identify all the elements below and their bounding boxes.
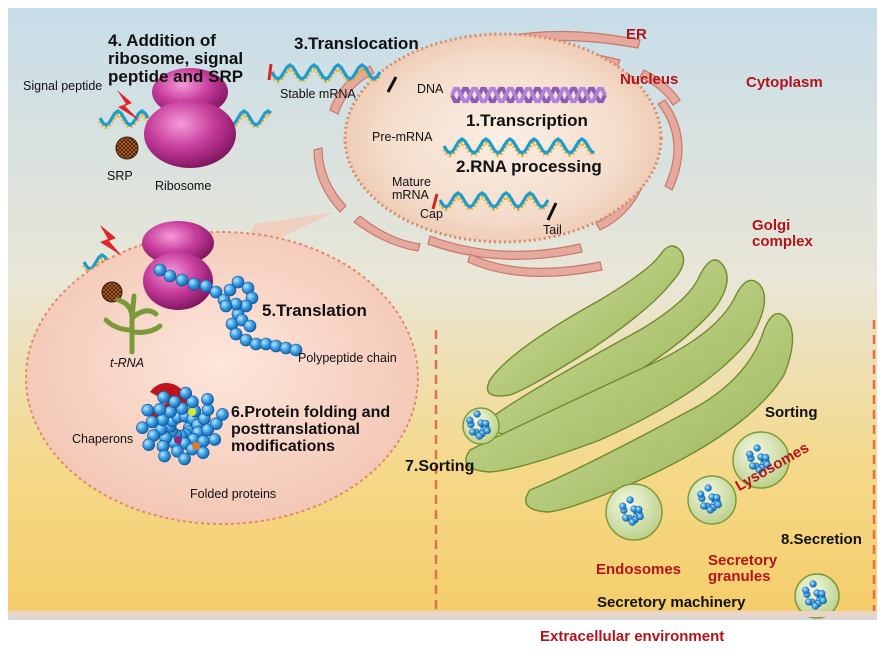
stable-mrna-strand: [270, 63, 382, 84]
signal-peptide-label: Signal peptide: [23, 79, 103, 93]
lysosome-vesicle: [732, 431, 790, 489]
secretory-machinery-label: Secretory machinery: [597, 594, 746, 611]
polypeptide-chain-label: Polypeptide chain: [298, 351, 397, 365]
endosome-vesicle: [605, 483, 663, 541]
translation-zoom-circle: [25, 231, 419, 525]
trna-icon: [103, 293, 163, 355]
ribosome-label: Ribosome: [155, 179, 212, 193]
mature-mrna-strand: [438, 191, 550, 212]
step1-label: 1.Transcription: [466, 111, 588, 130]
stable-mrna-label: Stable mRNA: [280, 87, 356, 101]
nucleus: [343, 32, 663, 244]
er-label: ER: [626, 26, 647, 43]
secretory-granule-vesicle: [687, 475, 737, 525]
step3-label: 3.Translocation: [294, 34, 419, 53]
srp-label: SRP: [107, 169, 133, 183]
srp-icon: [115, 136, 139, 160]
tail-label: Tail: [543, 223, 562, 237]
golgi-cargo-vesicle: [462, 407, 500, 445]
nucleus-label: Nucleus: [620, 71, 679, 88]
srp-icon-zoom: [101, 281, 123, 303]
dna-helix-icon: [450, 86, 607, 104]
vesicles: [462, 407, 840, 619]
trna-label: t-RNA: [110, 356, 145, 370]
pre-mrna-strand: [442, 137, 596, 158]
endosomes-label: Endosomes: [596, 561, 682, 578]
secreting-vesicle: [794, 573, 840, 619]
folded-proteins-label: Folded proteins: [190, 487, 277, 501]
step8-label: 8.Secretion: [781, 531, 862, 548]
signal-peptide-bolt-icon-zoom: [100, 225, 122, 256]
step2-label: 2.RNA processing: [456, 157, 602, 176]
ribosome-mrna-left: [98, 109, 150, 130]
extracellular-label: Extracellular environment: [540, 628, 725, 645]
signal-peptide-bolt-icon: [117, 90, 140, 121]
pre-mrna-label: Pre-mRNA: [372, 130, 433, 144]
chaperons-label: Chaperons: [72, 432, 134, 446]
ribosome-icon: [144, 68, 236, 168]
cytoplasm-label: Cytoplasm: [746, 74, 823, 91]
dna-label: DNA: [417, 82, 444, 96]
step5-label: 5.Translation: [262, 301, 367, 320]
step7-label: 7.Sorting: [405, 458, 475, 475]
golgi-complex: [465, 245, 794, 513]
ribosome-icon-zoom: [142, 221, 214, 310]
cap-label: Cap: [420, 207, 443, 221]
protein-beads: [136, 263, 303, 466]
sorting-label: Sorting: [765, 404, 818, 421]
plasma-membrane: [8, 611, 877, 617]
